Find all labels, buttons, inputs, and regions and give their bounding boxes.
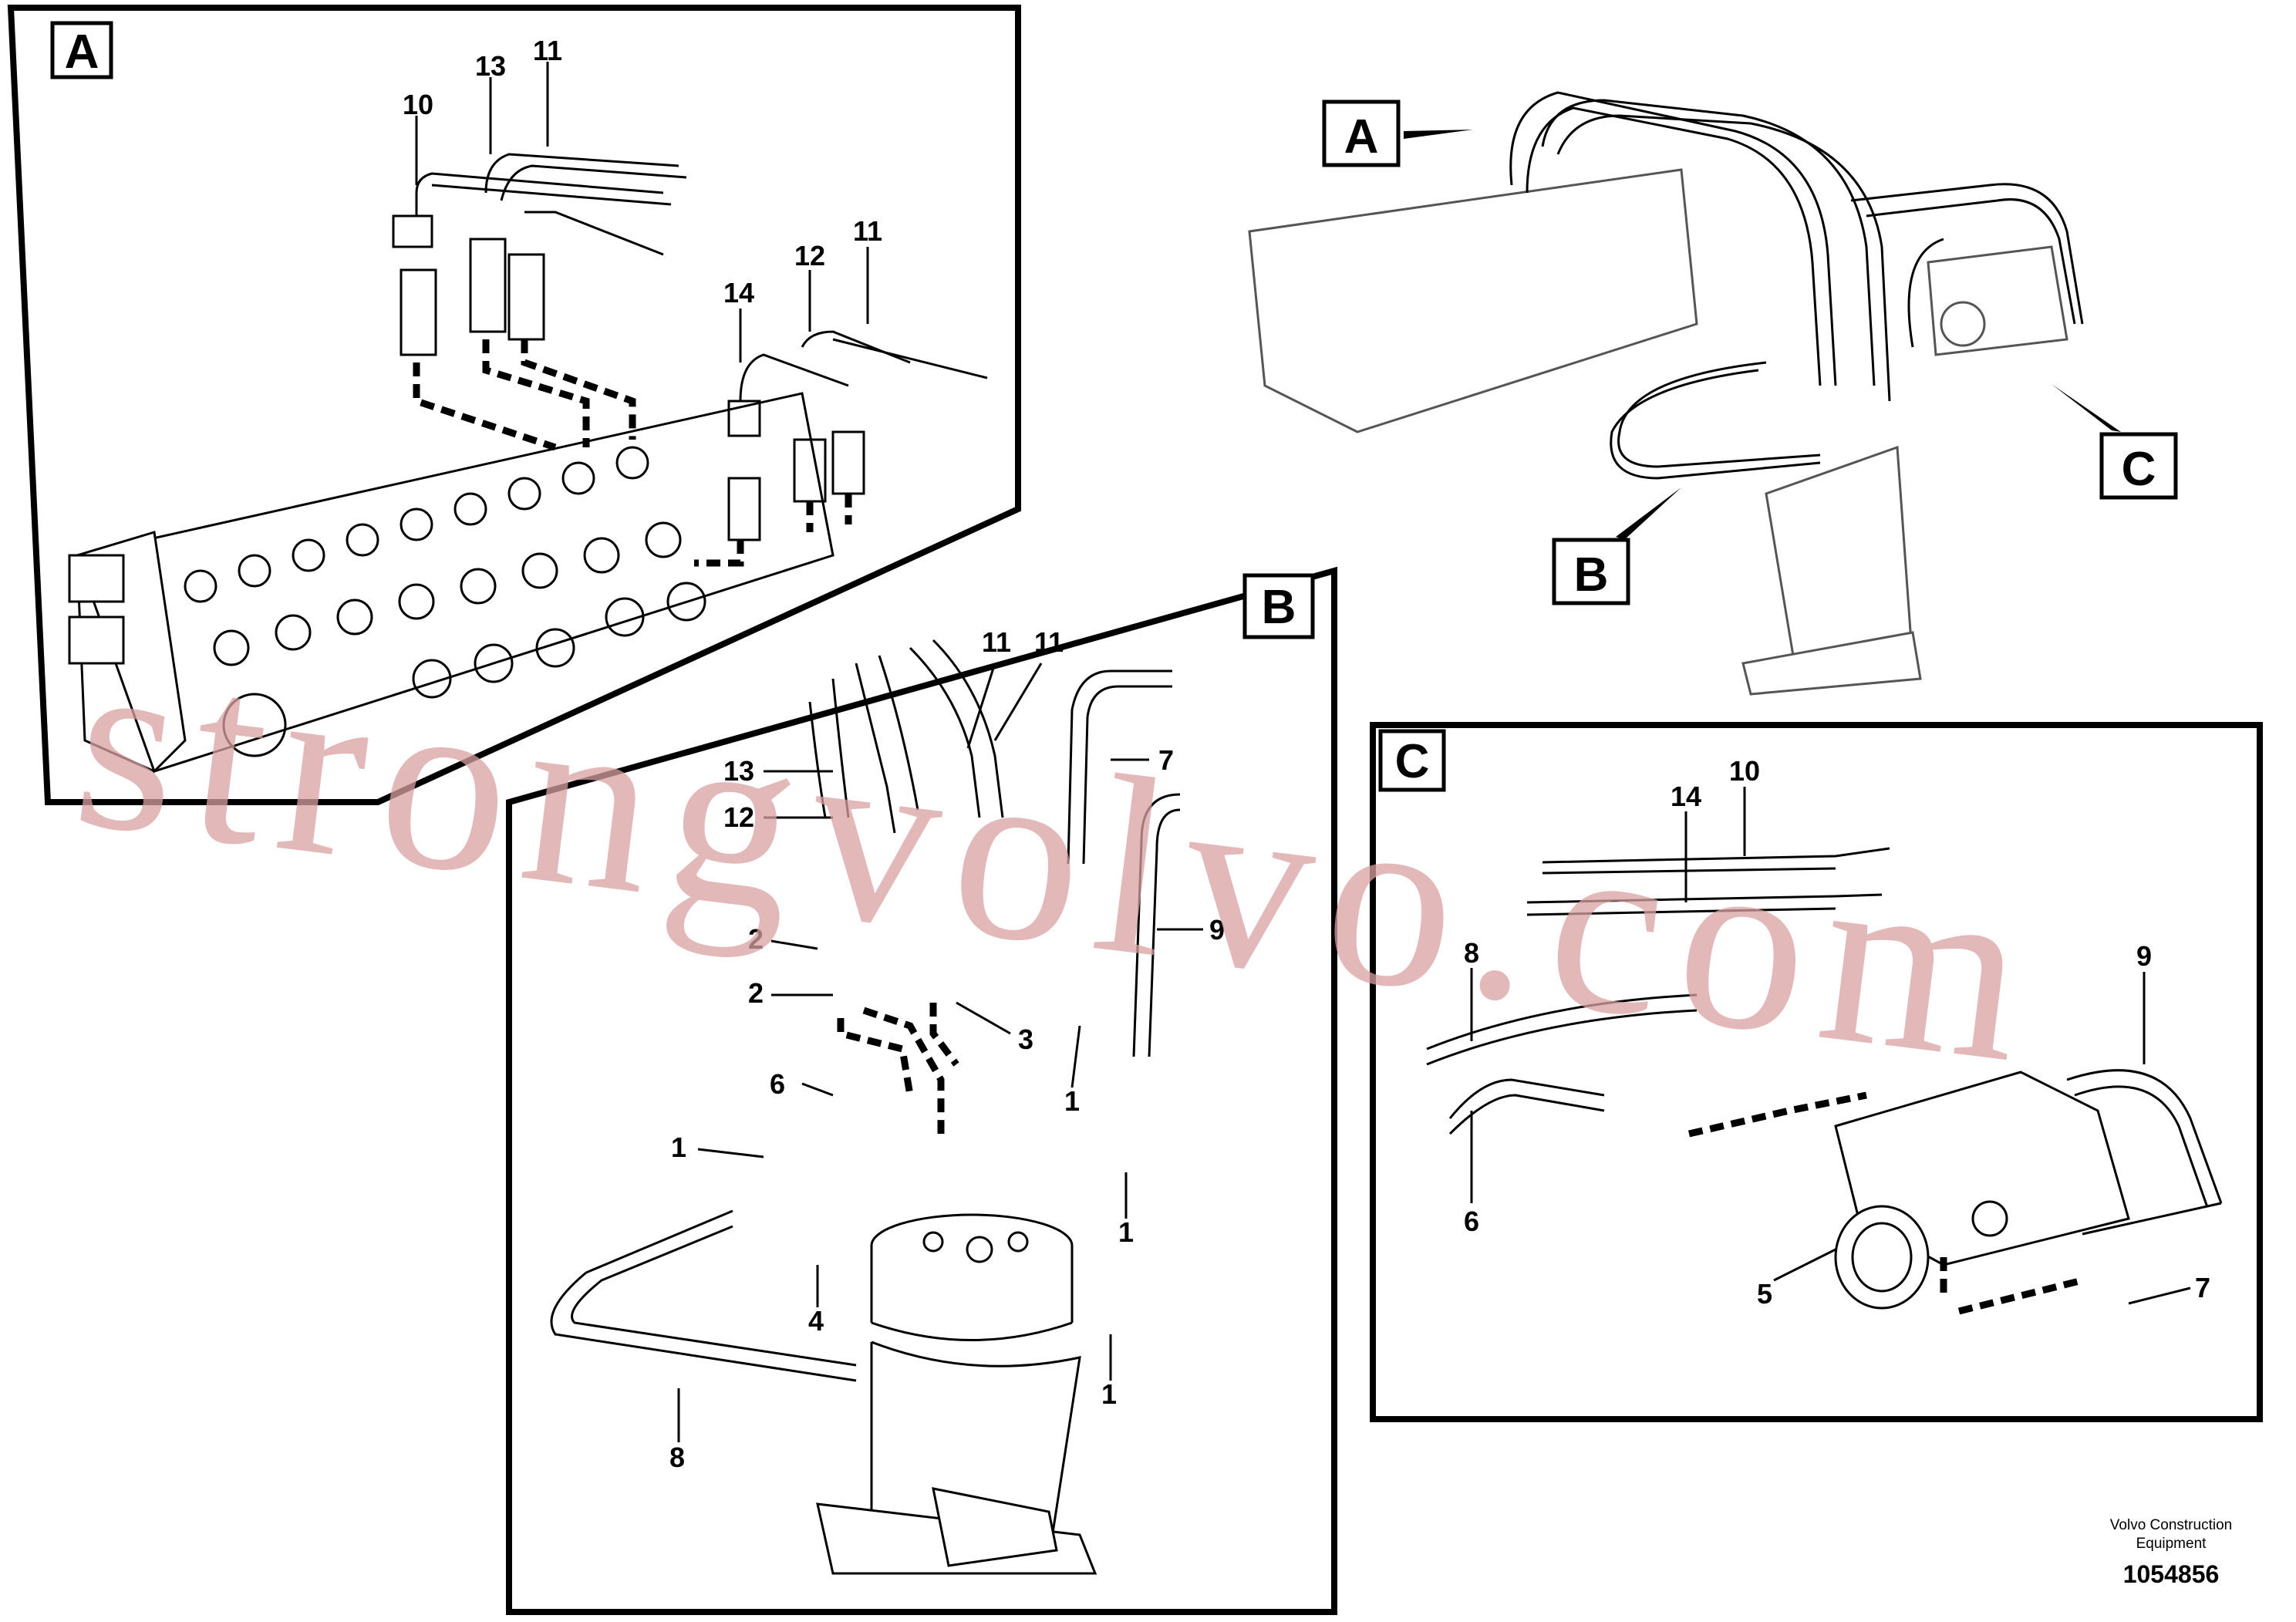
callout-b-1c: 1 — [1118, 1216, 1134, 1248]
svg-text:C: C — [2122, 443, 2156, 496]
connection-lines-b — [837, 1003, 959, 1134]
callout-a-14: 14 — [723, 277, 754, 309]
detail-a-letter: A — [65, 25, 99, 79]
callout-c-9: 9 — [2136, 940, 2152, 972]
hoses-c — [1426, 847, 2223, 1236]
callout-a-13: 13 — [475, 50, 506, 82]
callout-b-1d: 1 — [1101, 1378, 1117, 1410]
callout-c-5: 5 — [1757, 1278, 1772, 1310]
callout-c-8: 8 — [1464, 937, 1479, 969]
callout-c-14: 14 — [1671, 781, 1701, 812]
callout-b-6: 6 — [770, 1068, 785, 1100]
callout-b-8: 8 — [669, 1442, 685, 1473]
overview-valve-drawing — [1248, 168, 2068, 696]
detail-view-b: B — [506, 566, 1337, 1615]
callout-a-11: 11 — [533, 35, 562, 66]
callout-a-10: 10 — [403, 89, 433, 120]
callout-c-6: 6 — [1464, 1206, 1479, 1237]
callout-b-13: 13 — [723, 755, 754, 787]
overview-callout-a: A — [1322, 99, 1473, 167]
callout-b-2b: 2 — [748, 977, 764, 1009]
callout-b-7: 7 — [1158, 744, 1174, 776]
hoses-a — [392, 153, 988, 541]
callout-b-9: 9 — [1209, 914, 1225, 946]
detail-view-c: C — [1370, 722, 2263, 1422]
leader-lines-b — [677, 663, 1203, 1442]
callout-b-1b: 1 — [671, 1131, 686, 1163]
detail-c-letter-box — [1378, 729, 1446, 792]
callout-a-11b: 11 — [853, 215, 882, 247]
publisher-block: Volvo Construction Equipment 1054856 — [2110, 1517, 2232, 1588]
svg-text:A: A — [1344, 110, 1379, 164]
detail-c-letter: C — [1395, 735, 1430, 788]
control-valve-drawing — [68, 392, 834, 774]
connection-lines-a — [413, 339, 852, 567]
svg-text:B: B — [1574, 548, 1609, 602]
callout-a-12: 12 — [794, 240, 825, 271]
detail-b-letter: B — [1262, 581, 1296, 634]
publisher-line-2: Equipment — [2136, 1536, 2207, 1552]
callout-b-4: 4 — [808, 1305, 824, 1337]
detail-view-a: A — [7, 5, 1021, 805]
callout-b-12: 12 — [723, 801, 754, 833]
publisher-line-1: Volvo Construction — [2110, 1517, 2232, 1533]
leader-lines-a — [415, 62, 869, 363]
overview-callout-b: B — [1552, 487, 1681, 605]
overview-view: A B C — [1248, 91, 2178, 696]
swivel-joint-drawing — [816, 1213, 1097, 1575]
callout-c-10: 10 — [1729, 755, 1760, 787]
detail-c-frame — [1370, 722, 2263, 1422]
detail-b-letter-box — [1242, 573, 1315, 639]
callout-b-1: 1 — [1064, 1085, 1080, 1117]
detail-a-letter-box — [50, 21, 113, 79]
callout-b-11: 11 — [982, 626, 1011, 658]
detail-b-frame — [506, 566, 1337, 1615]
hoses-b — [550, 639, 1181, 1382]
leader-lines-c — [1470, 787, 2191, 1305]
overview-hoses — [1509, 91, 2084, 480]
callout-b-3: 3 — [1018, 1023, 1033, 1055]
valve-c-drawing — [1834, 1071, 2130, 1310]
callout-c-7: 7 — [2195, 1272, 2210, 1303]
drawing-number: 1054856 — [2123, 1560, 2220, 1588]
callout-b-11b: 11 — [1034, 626, 1064, 658]
connection-lines-c — [1687, 1091, 2084, 1315]
callout-b-2: 2 — [748, 923, 764, 955]
overview-callout-c: C — [2052, 384, 2178, 500]
